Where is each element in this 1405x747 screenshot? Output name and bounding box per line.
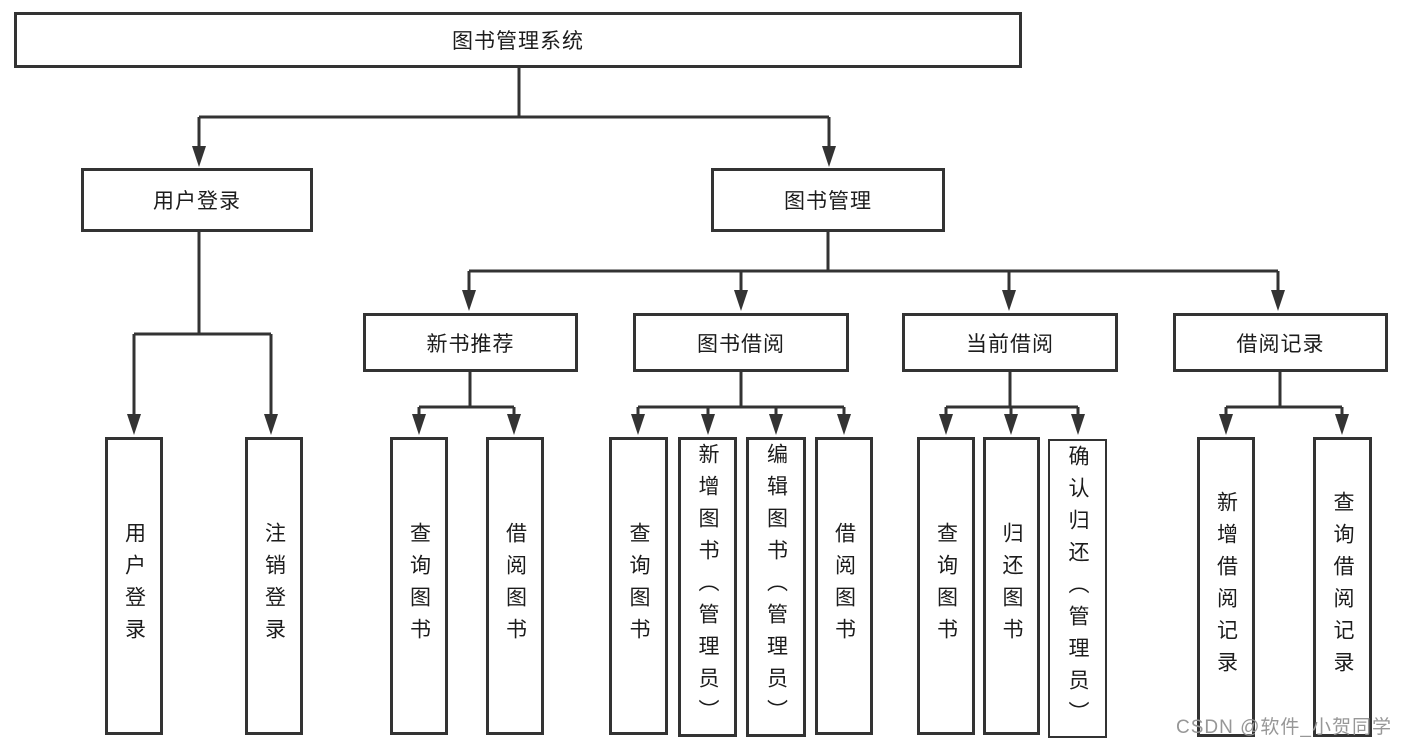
connector-book-borrow-children	[631, 372, 851, 435]
node-label: 当前借阅	[966, 332, 1054, 356]
node-leaf-confirm-return-admin: 确认归还（管理员）	[1048, 439, 1107, 738]
node-label: 图书管理系统	[452, 30, 584, 53]
node-label: 新增图书（管理员）	[696, 443, 719, 731]
node-leaf-borrow-books-1: 借阅图书	[486, 437, 544, 735]
node-label: 图书借阅	[697, 332, 785, 356]
csdn-watermark: CSDN @软件_小贺同学	[1176, 717, 1392, 738]
node-label: 借阅图书	[832, 522, 856, 650]
node-label: 归还图书	[1000, 522, 1023, 650]
node-label: 借阅图书	[503, 522, 527, 650]
node-leaf-logout: 注销登录	[245, 437, 303, 735]
node-label: 图书管理	[784, 190, 872, 213]
node-label: 用户登录	[122, 522, 146, 650]
node-leaf-borrow-books-2: 借阅图书	[815, 437, 873, 735]
node-leaf-query-books-2: 查询图书	[609, 437, 668, 735]
connector-book-mgmt-to-level3	[462, 232, 1285, 311]
node-leaf-add-borrow-record: 新增借阅记录	[1197, 437, 1255, 737]
connector-new-book-children	[412, 372, 521, 435]
connector-current-borrow-children	[939, 372, 1085, 435]
connector-root-to-level2	[192, 68, 836, 167]
node-label: 用户登录	[153, 190, 241, 213]
node-leaf-query-books-3: 查询图书	[917, 437, 975, 735]
node-borrowing-records: 借阅记录	[1173, 313, 1388, 372]
node-label: 借阅记录	[1236, 332, 1325, 356]
node-current-borrowing: 当前借阅	[902, 313, 1118, 372]
node-label: 查询借阅记录	[1331, 491, 1354, 683]
node-book-management: 图书管理	[711, 168, 945, 232]
node-leaf-add-books-admin: 新增图书（管理员）	[678, 437, 737, 737]
node-label: 新增借阅记录	[1214, 491, 1238, 683]
node-leaf-user-login: 用户登录	[105, 437, 163, 735]
node-leaf-query-borrow-record: 查询借阅记录	[1313, 437, 1372, 737]
node-label: 查询图书	[627, 522, 650, 650]
node-label: 查询图书	[934, 522, 958, 650]
node-leaf-query-books-1: 查询图书	[390, 437, 448, 735]
node-label: 编辑图书（管理员）	[764, 443, 788, 731]
node-label: 新书推荐	[426, 332, 515, 356]
node-leaf-return-books: 归还图书	[983, 437, 1040, 735]
node-user-login: 用户登录	[81, 168, 313, 232]
node-label: 查询图书	[407, 522, 431, 650]
node-leaf-edit-books-admin: 编辑图书（管理员）	[746, 437, 806, 737]
node-library-management-system: 图书管理系统	[14, 12, 1022, 68]
node-label: 注销登录	[262, 522, 286, 650]
node-label: 确认归还（管理员）	[1066, 444, 1089, 733]
node-new-book-recommend: 新书推荐	[363, 313, 578, 372]
node-book-borrowing: 图书借阅	[633, 313, 849, 372]
connector-user-login-children	[127, 232, 278, 435]
connector-borrow-records-children	[1219, 372, 1349, 435]
